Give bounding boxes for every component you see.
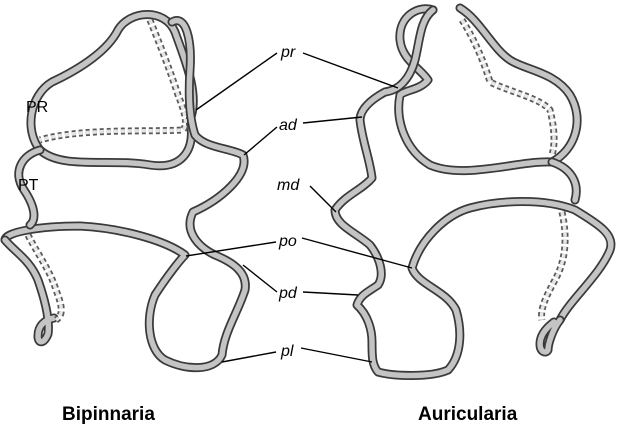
bipinnaria-posterolateral-arm — [0, 145, 59, 347]
title-bipinnaria: Bipinnaria — [62, 404, 155, 425]
leader-po-left — [185, 241, 277, 257]
auricularia-ciliary-band — [330, 3, 616, 380]
leader-ad-left — [243, 126, 278, 156]
label-PT: PT — [18, 177, 39, 194]
leader-md — [309, 185, 337, 213]
bipinnaria-preoral-loop — [26, 10, 198, 171]
auricularia-main-band — [330, 5, 616, 380]
label-md: md — [277, 177, 300, 194]
label-ad: ad — [279, 117, 298, 134]
leader-pl-left — [221, 351, 277, 363]
auricularia-anterior-hidden — [459, 18, 558, 157]
leader-pd-left — [242, 264, 278, 293]
leader-ad-right — [302, 116, 363, 124]
leader-pl-right — [300, 347, 373, 363]
label-PR: PR — [26, 99, 48, 116]
leader-pr-right — [302, 52, 399, 89]
leader-pd-right — [302, 291, 359, 296]
label-pr: pr — [280, 44, 296, 61]
leader-lines — [185, 52, 413, 363]
region-labels: pr ad md po pd pl PR PT — [18, 44, 300, 360]
larva-titles: Bipinnaria Auricularia — [62, 404, 518, 425]
bipinnaria-main-band — [0, 16, 250, 373]
leader-pr-left — [195, 52, 278, 111]
label-pl: pl — [280, 343, 294, 360]
auricularia-posterolateral-arm — [535, 157, 581, 357]
label-pd: pd — [278, 285, 298, 302]
bipinnaria-ciliary-band — [0, 10, 250, 373]
leader-po-right — [301, 237, 413, 269]
label-po: po — [278, 233, 297, 250]
title-auricularia: Auricularia — [418, 404, 518, 425]
auricularia-posterolateral-hidden — [538, 211, 569, 321]
